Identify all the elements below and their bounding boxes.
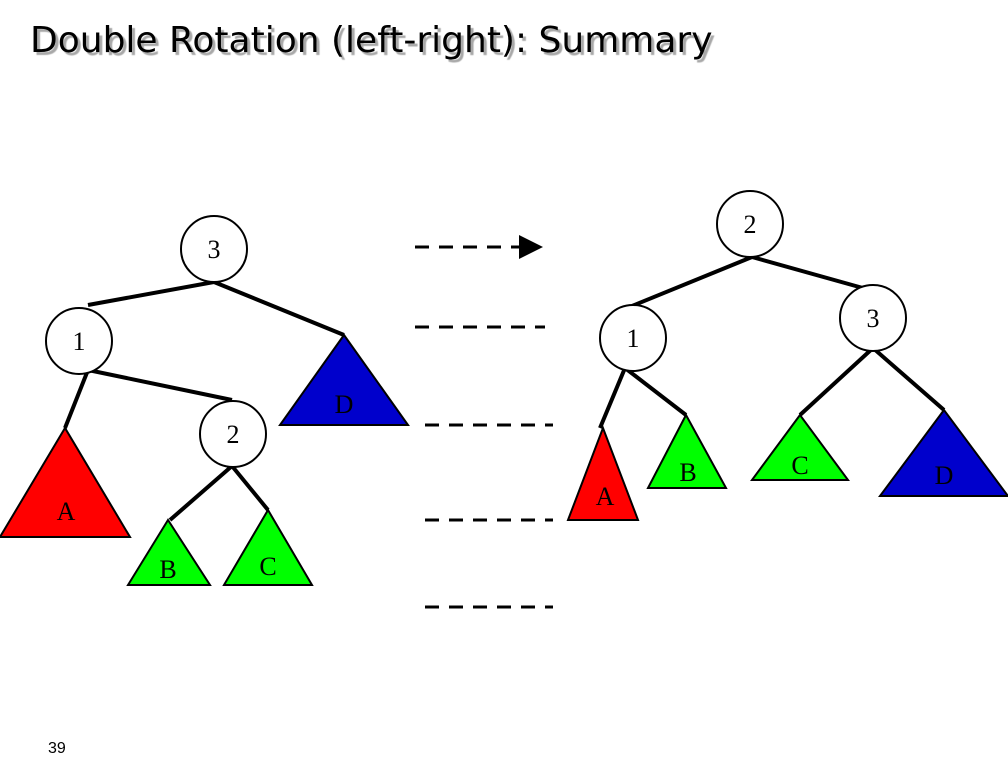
after-tree: A B C D 2 1 3 (566, 190, 1008, 521)
edge-2-B (168, 464, 234, 522)
edge-1-2 (87, 368, 233, 402)
edge-2-1 (631, 255, 753, 308)
node-2: 2 (199, 400, 267, 468)
subtree-label-C: C (791, 451, 808, 480)
edge-3-D (871, 346, 946, 412)
node-1: 1 (45, 307, 113, 375)
node-label: 3 (208, 235, 221, 264)
slide-title: Double Rotation (left-right): Summary (30, 20, 713, 61)
node-2: 2 (716, 190, 784, 258)
subtree-B: B (646, 412, 728, 489)
subtree-label-A: A (57, 497, 76, 526)
node-3: 3 (180, 215, 248, 283)
subtree-A: A (566, 425, 640, 521)
subtree-A: A (0, 426, 132, 538)
node-label: 3 (867, 304, 880, 333)
subtree-C: C (222, 508, 314, 586)
subtree-label-B: B (159, 555, 176, 584)
subtree-D: D (878, 408, 1008, 497)
node-label: 1 (627, 324, 640, 353)
node-label: 2 (227, 420, 240, 449)
subtree-label-D: D (335, 390, 354, 419)
node-label: 1 (73, 327, 86, 356)
slide-number: 39 (48, 740, 66, 757)
node-3: 3 (839, 284, 907, 352)
edge-1-B (623, 366, 688, 417)
subtree-C: C (750, 413, 850, 481)
edge-1-A (63, 369, 90, 429)
edge-3-C (798, 346, 875, 417)
edge-2-C (230, 464, 270, 512)
subtree-label-D: D (935, 461, 954, 490)
edge-1-A (598, 367, 627, 429)
before-tree: A B C D 3 1 2 (0, 215, 410, 586)
subtree-D: D (278, 333, 410, 426)
edge-2-3 (751, 255, 871, 292)
subtree-label-B: B (679, 458, 696, 487)
edge-3-D (213, 280, 345, 337)
subtree-label-A: A (596, 482, 615, 511)
edge-3-1 (87, 280, 215, 307)
subtree-label-C: C (259, 552, 276, 581)
node-label: 2 (744, 210, 757, 239)
transition-arrows (415, 235, 553, 609)
node-1: 1 (599, 304, 667, 372)
subtree-B: B (126, 518, 212, 586)
